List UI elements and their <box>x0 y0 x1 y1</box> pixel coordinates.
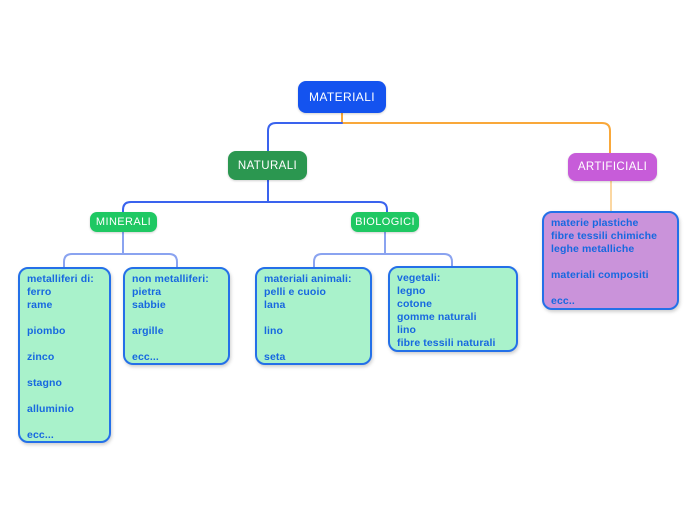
connector-naturali-to-children <box>122 179 388 214</box>
node-biologici[interactable]: BIOLOGICI <box>351 212 419 232</box>
node-materiali[interactable]: MATERIALI <box>298 81 386 113</box>
connector-minerali-to-children <box>63 231 178 268</box>
connector-biologici-to-children <box>313 231 453 268</box>
node-artificiali[interactable]: ARTIFICIALI <box>568 153 657 181</box>
node-naturali[interactable]: NATURALI <box>228 151 307 180</box>
leaf-vegetali[interactable]: vegetali: legno cotone gomme naturali li… <box>388 266 518 352</box>
leaf-artificiali-materials[interactable]: materie plastiche fibre tessili chimiche… <box>542 211 679 310</box>
connector-root-to-naturali <box>267 122 343 152</box>
leaf-metalliferi[interactable]: metalliferi di: ferro rame piombo zinco … <box>18 267 111 443</box>
connector-root-to-artificiali <box>341 111 611 154</box>
node-minerali[interactable]: MINERALI <box>90 212 157 232</box>
leaf-non-metalliferi[interactable]: non metalliferi: pietra sabbie argille e… <box>123 267 230 365</box>
leaf-materiali-animali[interactable]: materiali animali: pelli e cuoio lana li… <box>255 267 372 365</box>
